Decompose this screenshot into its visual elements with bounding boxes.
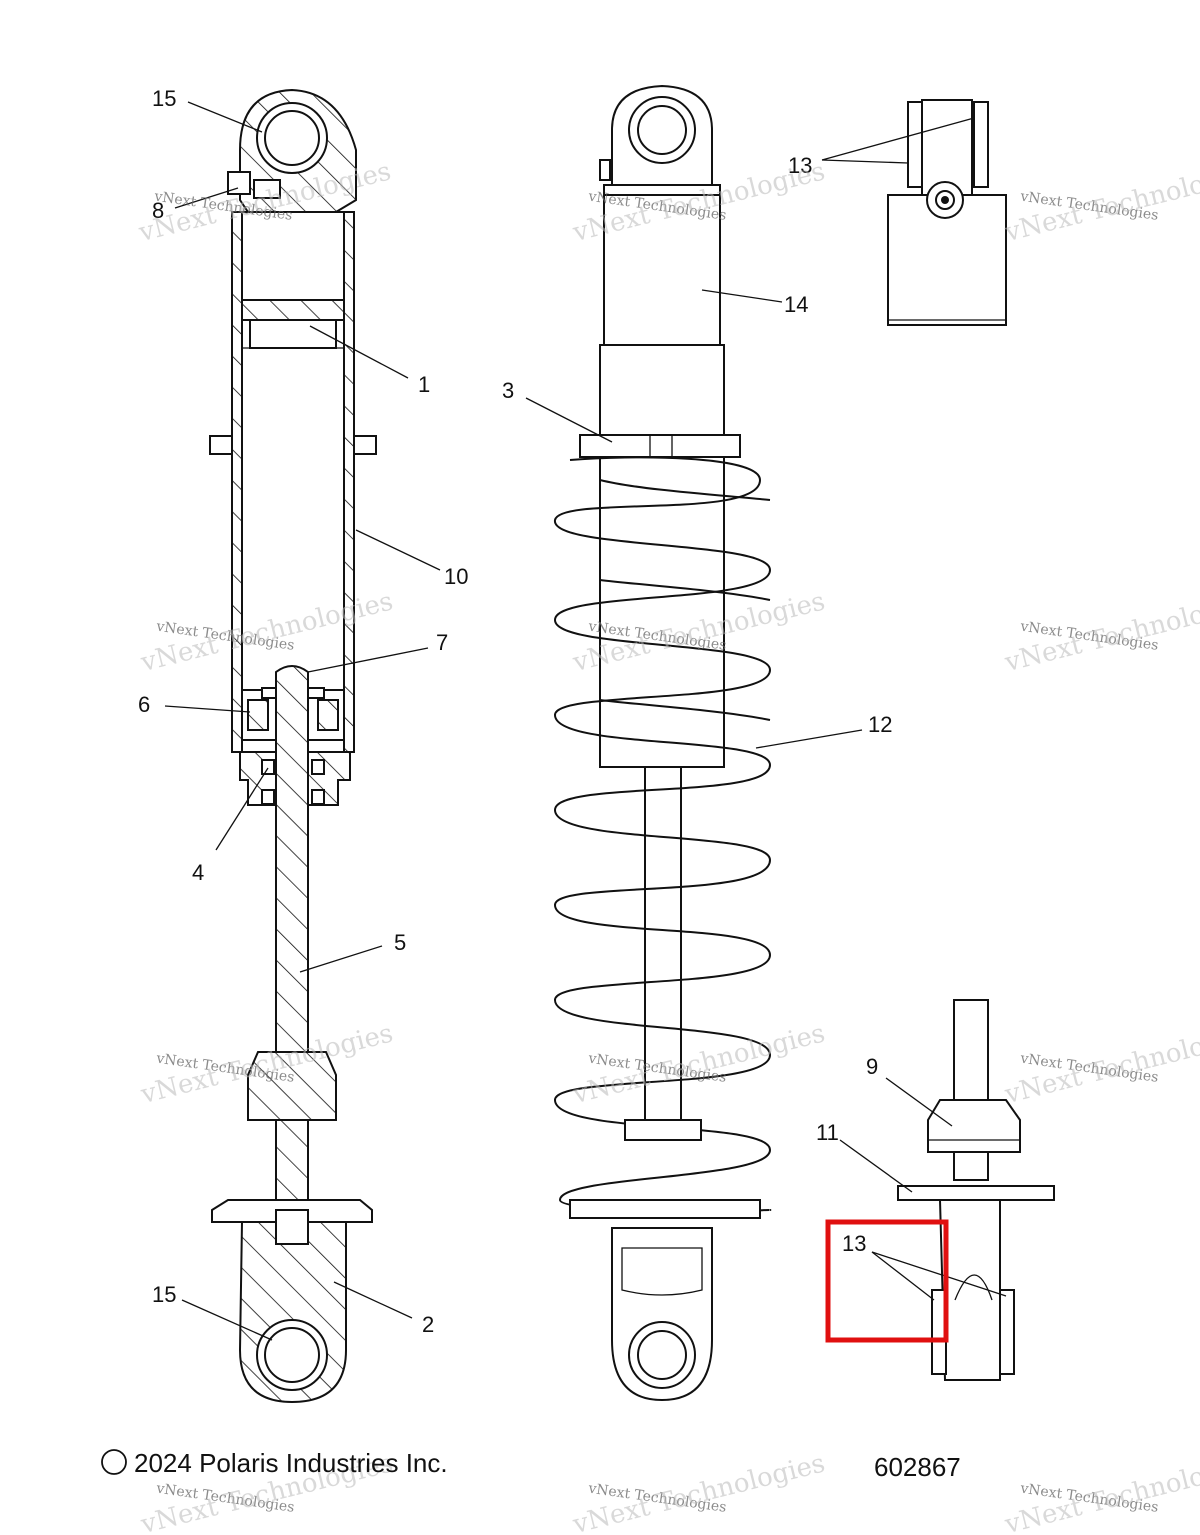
callout-13-bottom: 13 bbox=[842, 1231, 866, 1256]
callout-11: 11 bbox=[816, 1120, 839, 1145]
callout-9: 9 bbox=[866, 1054, 878, 1079]
callout-7: 7 bbox=[436, 630, 448, 655]
watermark-11: vNext Technologies vNext Technologies bbox=[569, 1448, 828, 1535]
callout-5: 5 bbox=[394, 930, 406, 955]
callout-1: 1 bbox=[418, 372, 430, 397]
callout-labels: 15 8 1 10 7 6 4 5 15 2 3 14 12 13 9 11 1… bbox=[138, 86, 892, 1337]
bottom-mount-detail bbox=[897, 999, 1055, 1381]
callout-4: 4 bbox=[192, 860, 204, 885]
watermark-9: vNext Technologies vNext Technologies bbox=[1001, 1018, 1200, 1110]
callout-6: 6 bbox=[138, 692, 150, 717]
callout-8: 8 bbox=[152, 198, 164, 223]
copyright-circle bbox=[101, 1449, 127, 1475]
copyright-text: 2024 Polaris Industries Inc. bbox=[134, 1448, 448, 1478]
callout-15-bottom: 15 bbox=[152, 1282, 176, 1307]
callout-14: 14 bbox=[784, 292, 808, 317]
footer: © 2024 Polaris Industries Inc. 602867 bbox=[101, 1448, 961, 1482]
watermark-6: vNext Technologies vNext Technologies bbox=[1001, 586, 1200, 678]
diagram-number: 602867 bbox=[874, 1452, 961, 1482]
shock-assembly bbox=[553, 84, 772, 1402]
top-mount-detail bbox=[887, 99, 1007, 326]
watermark-4: vNext Technologies vNext Technologies bbox=[137, 586, 396, 678]
leader-lines bbox=[164, 101, 1007, 1341]
callout-2: 2 bbox=[422, 1312, 434, 1337]
callout-3: 3 bbox=[502, 378, 514, 403]
highlight-box bbox=[825, 1219, 949, 1343]
callout-10: 10 bbox=[444, 564, 468, 589]
callout-13-top: 13 bbox=[788, 153, 812, 178]
watermark-12: vNext Technologies vNext Technologies bbox=[1001, 1448, 1200, 1535]
watermark-8: vNext Technologies vNext Technologies bbox=[569, 1018, 828, 1110]
callout-15-top: 15 bbox=[152, 86, 176, 111]
watermark-3: vNext Technologies vNext Technologies bbox=[1001, 156, 1200, 248]
callout-12: 12 bbox=[868, 712, 892, 737]
shock-cross-section bbox=[209, 88, 377, 1404]
